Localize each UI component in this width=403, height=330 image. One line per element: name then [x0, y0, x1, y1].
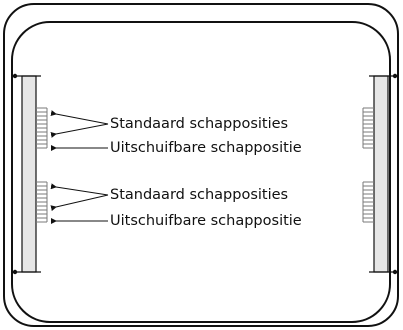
left-rungs-upper: [36, 107, 48, 149]
upper-slideout-shelf-label: Uitschuifbare schappositie: [110, 140, 302, 156]
oven-outer-frame: [3, 3, 399, 327]
lower-slideout-shelf-label: Uitschuifbare schappositie: [110, 213, 302, 229]
left-shelf-rail: [12, 73, 41, 275]
right-shelf-rail: [369, 73, 398, 275]
lower-standard-shelf-label: Standaard schapposities: [110, 187, 289, 203]
right-rungs-lower: [362, 181, 374, 223]
right-rungs-upper: [362, 107, 374, 149]
upper-standard-callout-lines: [50, 110, 109, 138]
oven-cavity: [11, 21, 391, 323]
lower-standard-callout-lines: [50, 183, 109, 212]
upper-standard-shelf-label: Standaard schapposities: [110, 116, 289, 132]
left-rungs-lower: [36, 181, 48, 223]
